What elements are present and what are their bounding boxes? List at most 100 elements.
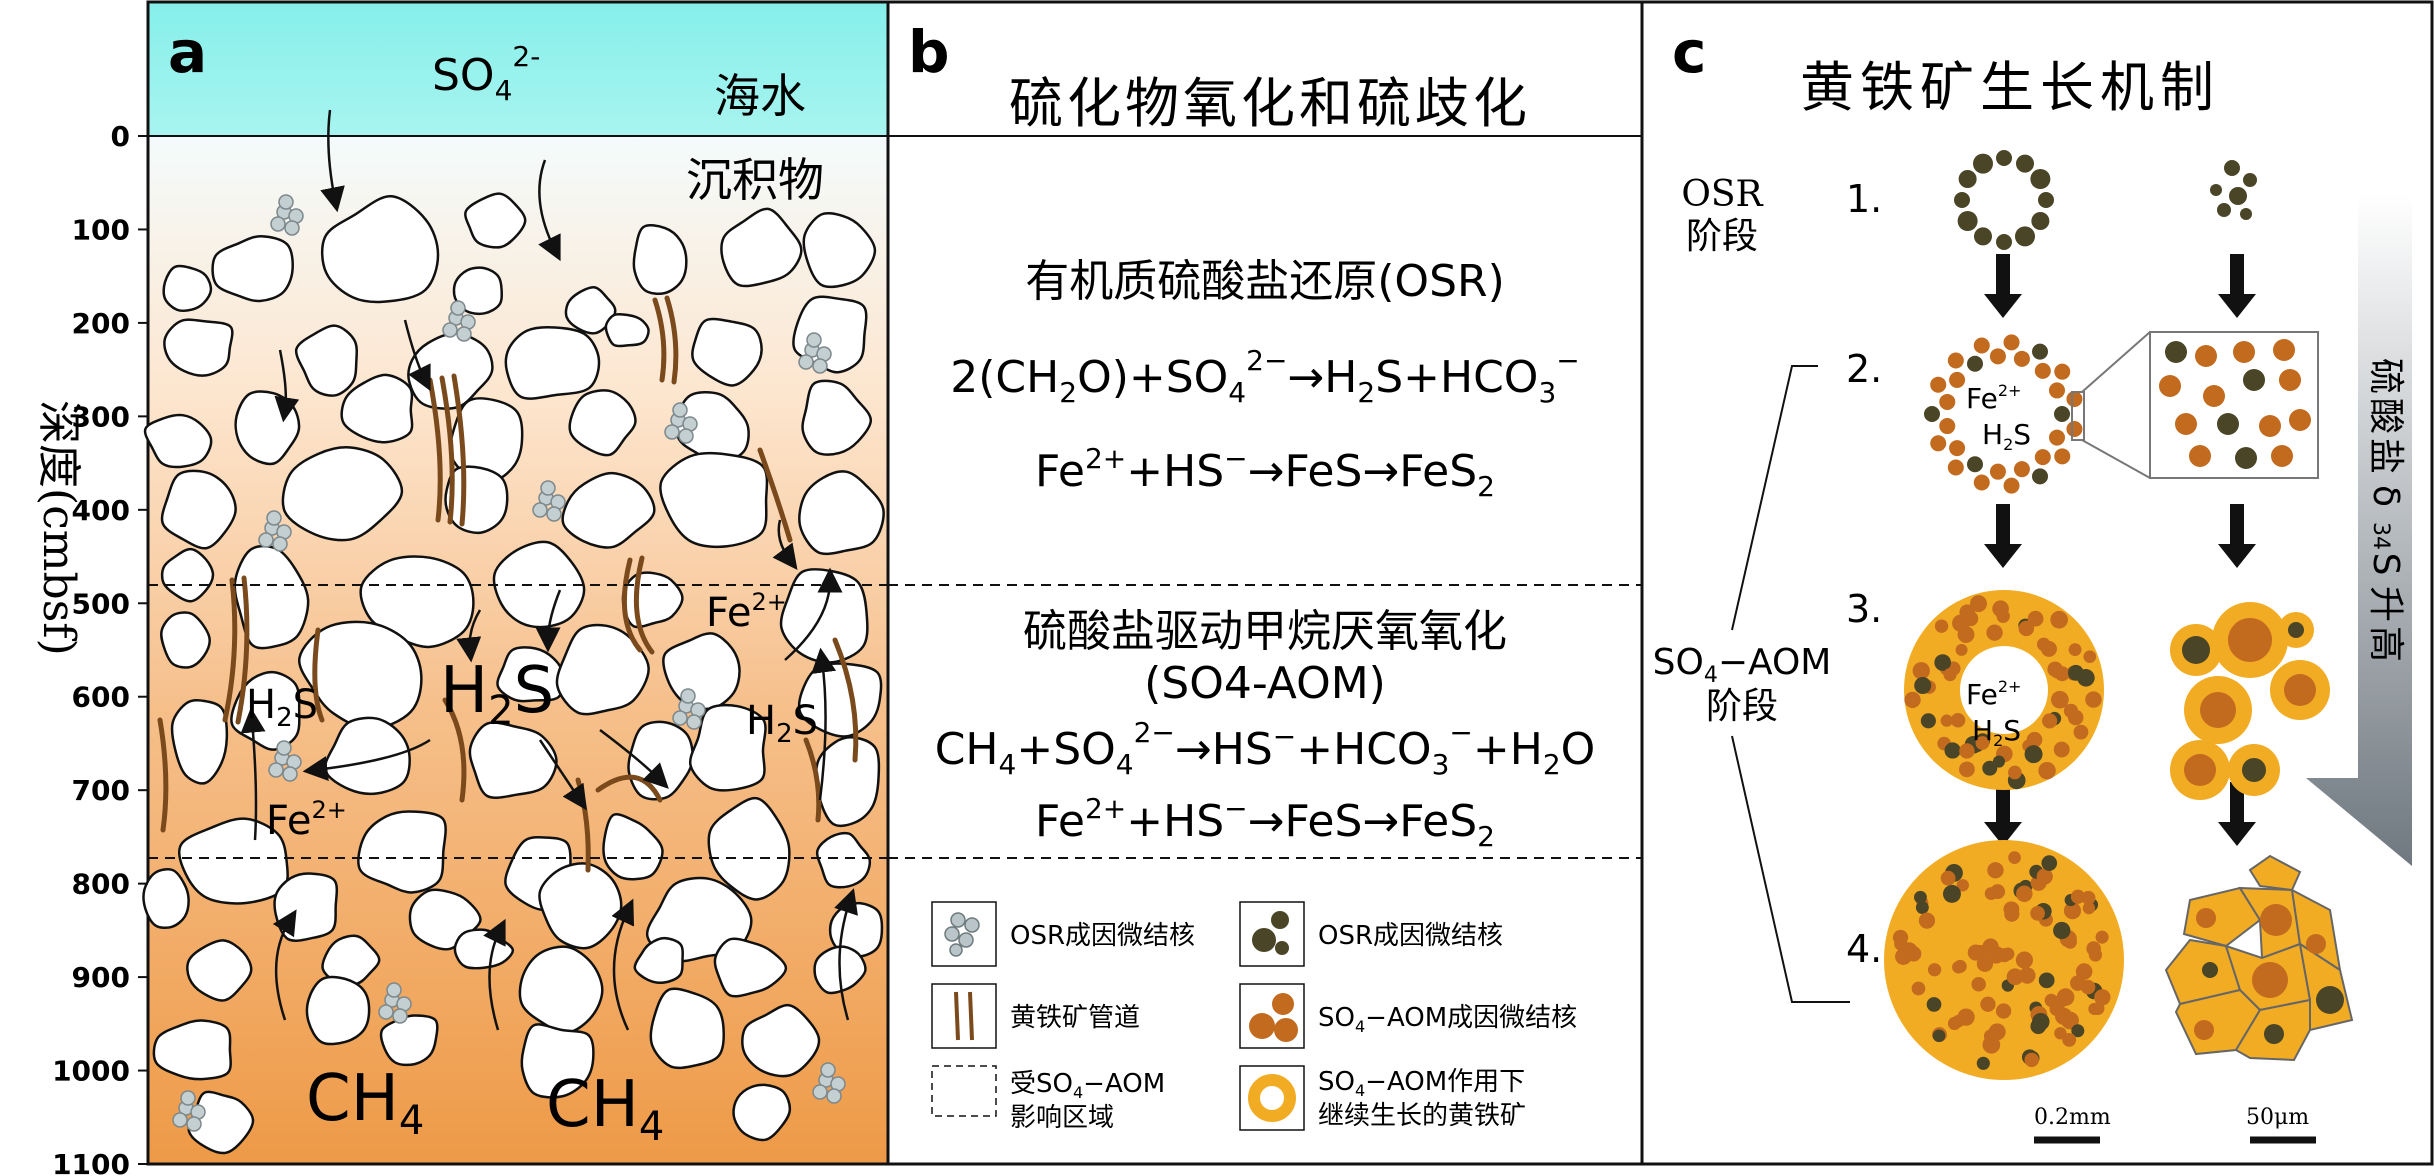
legend-overgrowth-icon <box>1248 1074 1296 1122</box>
pyrite-core <box>2242 758 2266 782</box>
aom-particle <box>2066 420 2083 437</box>
sediment-grain <box>504 325 601 400</box>
legend-tube-icon <box>954 991 974 1041</box>
legend-aom-zone-label-2: 影响区域 <box>1010 1103 1114 1133</box>
crystal-core <box>2202 962 2218 978</box>
legend-overgrowth-label-2: 继续生长的黄铁矿 <box>1318 1101 1526 1131</box>
osr-grey-particle <box>276 740 292 756</box>
pyrite-core <box>2182 636 2210 664</box>
osr-particle <box>1974 227 1992 246</box>
framboid-particle <box>2053 921 2071 940</box>
osr-particle <box>2015 226 2035 247</box>
osr-title: 有机质硫酸盐还原(OSR) <box>1025 256 1504 307</box>
inset-particle <box>2217 413 2239 435</box>
framboid-particle <box>1940 870 1956 886</box>
osr-grey-particle <box>678 428 694 444</box>
framboid-particle <box>1918 912 1936 929</box>
side-label-char: 酸 <box>2365 398 2406 434</box>
osr-grey-particle <box>532 502 548 518</box>
inset-particle <box>2189 445 2211 467</box>
legend-tube-label: 黄铁矿管道 <box>1010 1003 1140 1033</box>
aom-particle <box>1970 595 1987 613</box>
sediment-grain <box>357 810 447 894</box>
sediment-grain <box>632 223 688 296</box>
pyrite-crystal <box>2248 854 2302 892</box>
aom-particle <box>1934 654 1951 671</box>
framboid-particle <box>1995 1003 2012 1019</box>
pyrite-crystal <box>2182 886 2262 948</box>
aom-particle <box>1930 435 1947 452</box>
framboid-particle <box>2022 968 2036 983</box>
osr-grey-particle <box>180 1090 196 1106</box>
osr-grey-particle <box>268 762 284 778</box>
aom-particle <box>2013 461 2030 478</box>
panel-c-letter: c <box>1672 18 1706 86</box>
sediment-grain <box>142 868 190 930</box>
osr-particle <box>2224 160 2240 176</box>
depth-tick-label: 300 <box>72 400 130 433</box>
aom-particle <box>1944 742 1961 759</box>
aom-particle <box>1934 619 1949 633</box>
aom-particle <box>2050 610 2068 629</box>
framboid-particle <box>2070 889 2086 904</box>
methane-label-1: CH4 <box>306 1062 424 1144</box>
seawater-layer <box>148 2 888 136</box>
inset-particle <box>2175 413 2197 435</box>
sediment-grain <box>688 703 767 792</box>
aom-particle <box>1950 712 1966 728</box>
osr-equation-1: 2(CH2O)+SO42−→H2S+HCO3− <box>950 344 1579 409</box>
step-4: 4. <box>1846 927 1882 971</box>
sediment-grain <box>662 632 741 711</box>
aom-particle <box>2051 690 2069 709</box>
osr-grey-particle <box>680 688 696 704</box>
osr-particle <box>2030 169 2051 189</box>
osr-particle <box>2229 187 2247 205</box>
sediment-grain <box>160 469 237 550</box>
sediment-grain <box>211 234 294 303</box>
framboid-particle <box>2006 968 2024 986</box>
pyrite-tubes <box>157 295 859 873</box>
sediment-grain <box>604 312 650 348</box>
framboid-particle <box>1942 884 1961 903</box>
aom-particle <box>1940 714 1953 727</box>
aom-particle <box>2054 448 2071 465</box>
framboid-particle <box>1957 1008 1975 1026</box>
sediment-grain <box>452 266 503 316</box>
aom-particle <box>1959 761 1975 778</box>
osr-grey-particle <box>386 982 402 998</box>
aom-particle <box>2053 741 2070 758</box>
sediment-grain <box>649 987 725 1070</box>
osr-particle <box>2240 208 2252 220</box>
crystal-core <box>2316 986 2344 1014</box>
framboid-particle <box>2081 890 2096 905</box>
framboid-particle <box>1984 887 1998 901</box>
pyrite-core <box>2288 622 2304 638</box>
aom-particle <box>2083 650 2097 664</box>
osr-grey-particle <box>540 480 556 496</box>
h2s-label-2: H2S <box>440 654 554 734</box>
osr-grey-particle <box>546 506 562 522</box>
h2s-label-1: H2S <box>246 682 318 733</box>
aom-particle <box>2066 391 2083 408</box>
sediment-grain <box>152 1019 232 1081</box>
osr-particle <box>1958 170 1977 188</box>
framboid-particle <box>2016 885 2033 903</box>
sediment-grain <box>340 373 414 444</box>
crystal-core <box>2194 1020 2214 1040</box>
sediment-grain <box>320 195 440 304</box>
panel-c-title: 黄铁矿生长机制 <box>1800 56 2220 119</box>
aom-particle <box>1949 440 1966 457</box>
aom-particle <box>1959 743 1975 759</box>
panel-b-letter: b <box>908 18 950 86</box>
aom-stage-label-2: 阶段 <box>1706 686 1778 727</box>
sediment-grain <box>520 1023 595 1099</box>
side-label-char: S <box>2365 553 2406 576</box>
aom-particle <box>2003 334 2020 351</box>
legend-dark-cluster-icon <box>1252 911 1289 955</box>
osr-grey-particle <box>450 300 466 316</box>
depth-tick-label: 400 <box>72 494 130 527</box>
osr-grey-particle <box>812 1084 828 1100</box>
sediment-grain <box>321 934 381 986</box>
depth-tick-label: 0 <box>111 120 130 153</box>
